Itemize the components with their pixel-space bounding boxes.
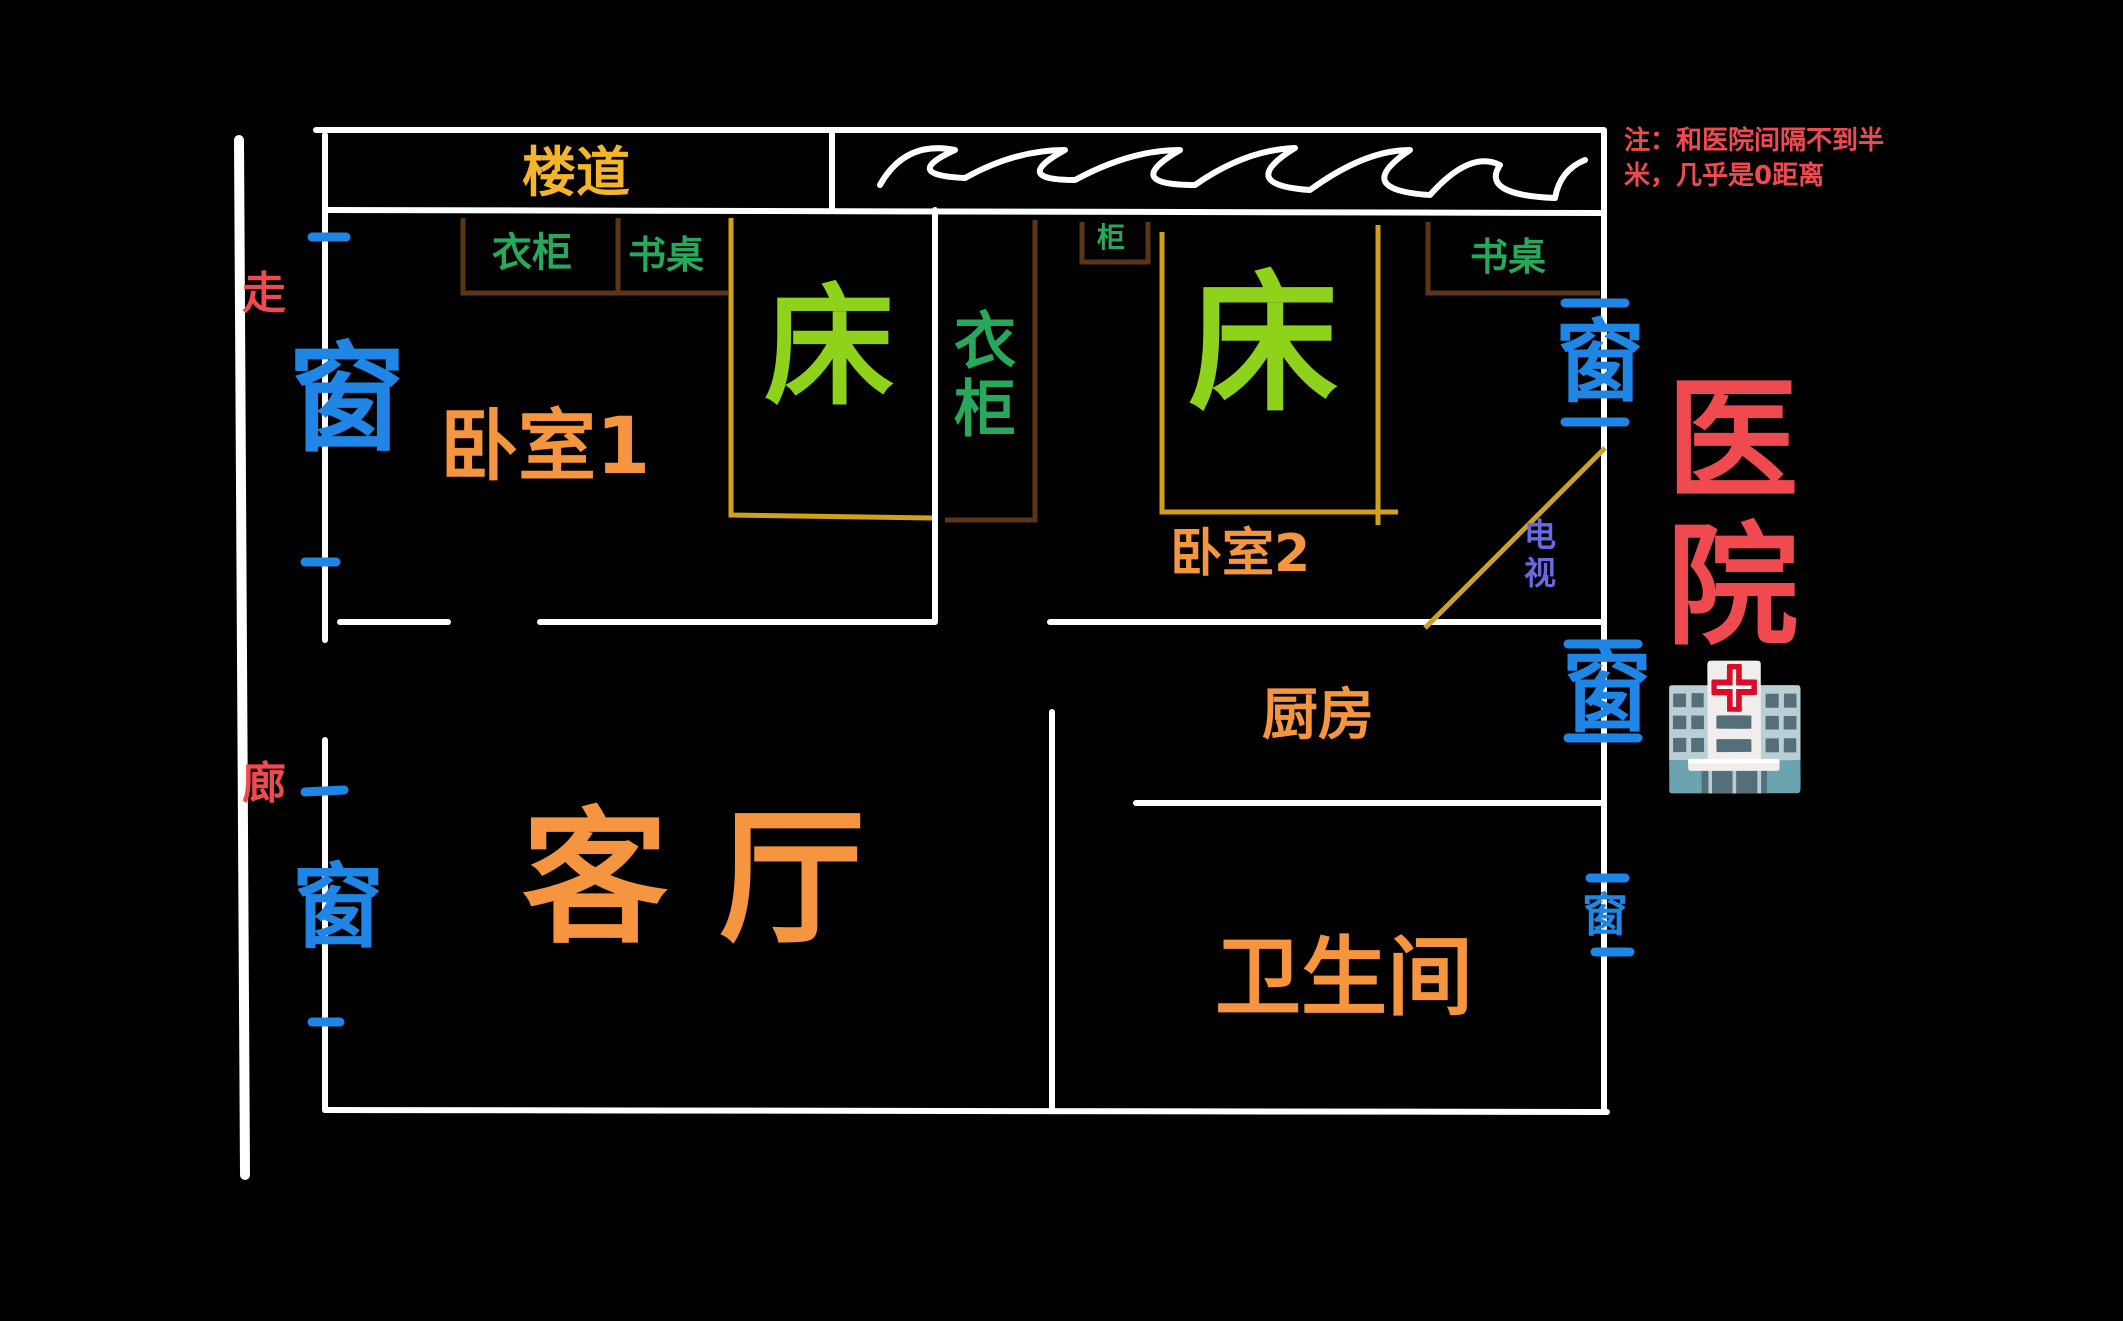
corridor-wall — [234, 135, 250, 1180]
corridor-label-bottom: 廊 — [242, 758, 286, 809]
tv-line — [1423, 446, 1607, 630]
bedroom1-furniture-lines — [460, 218, 728, 296]
bed2-frame — [1159, 225, 1398, 525]
bedroom2-label: 卧室2 — [1170, 524, 1311, 584]
stairway-hatch — [877, 145, 1588, 201]
tv-label: 电视 — [1519, 518, 1557, 594]
bed1-frame — [728, 218, 933, 521]
corridor-label-top: 走 — [242, 268, 286, 319]
wardrobe-frame — [945, 220, 1038, 523]
living-room-label: 客 厅 — [522, 794, 865, 964]
interior-walls — [337, 129, 1607, 1113]
bedroom1-label: 卧室1 — [440, 402, 651, 492]
wardrobe2-label: 衣柜 — [943, 308, 1016, 444]
window-ticks — [300, 232, 1643, 1027]
distance-note: 注：和医院间隔不到半米，几乎是0距离 — [1624, 126, 1885, 192]
cabinet-label: 柜 — [1097, 221, 1126, 254]
cabinet-frame — [1079, 222, 1151, 265]
hospital-icon: 🏥 — [1660, 658, 1810, 797]
window-label-bedroom1: 窗 — [288, 330, 407, 468]
window-label-kitchen: 窗 — [1562, 640, 1652, 745]
window-label-bathroom: 窗 — [1582, 888, 1628, 942]
kitchen-label: 厨房 — [1262, 683, 1374, 748]
bed1-label: 床 — [764, 271, 895, 423]
bed2-label: 床 — [1188, 258, 1339, 432]
desk1-label: 书桌 — [628, 233, 705, 277]
stairway-label: 楼道 — [522, 141, 630, 204]
wardrobe1-label: 衣柜 — [492, 230, 572, 276]
bathroom-label: 卫生间 — [1215, 928, 1473, 1028]
window-label-bedroom2: 窗 — [1555, 310, 1645, 415]
desk2-frame — [1425, 222, 1600, 296]
window-label-living-room: 窗 — [292, 854, 385, 961]
desk2-label: 书桌 — [1470, 235, 1547, 279]
hospital-label: 医院 — [1644, 370, 1798, 662]
